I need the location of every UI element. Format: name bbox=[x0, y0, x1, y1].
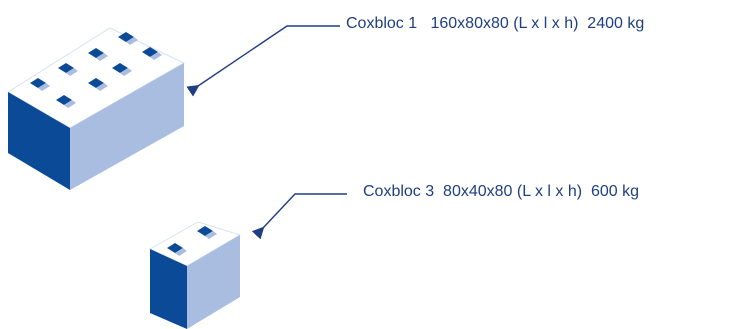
coxbloc-3-label: Coxbloc 3 80x40x80 (L x l x h) 600 kg bbox=[363, 183, 639, 200]
stud bbox=[30, 78, 50, 91]
stud bbox=[112, 63, 132, 76]
stud bbox=[118, 32, 138, 45]
coxbloc-3-studs bbox=[167, 226, 217, 256]
coxbloc-3-block bbox=[148, 221, 242, 329]
coxbloc-1-side-face bbox=[70, 63, 184, 190]
stud bbox=[142, 47, 162, 60]
stud bbox=[58, 63, 78, 76]
coxbloc-1-block bbox=[7, 27, 186, 190]
coxbloc-1-leader-line bbox=[186, 25, 340, 97]
coxbloc-3-front-face bbox=[150, 249, 187, 329]
coxbloc-3-side-face bbox=[187, 235, 240, 329]
stud bbox=[88, 48, 108, 61]
coxbloc-3-leader-line bbox=[251, 193, 347, 240]
coxbloc-1-studs bbox=[30, 32, 162, 108]
stud bbox=[88, 78, 108, 91]
stud bbox=[56, 95, 76, 108]
coxbloc-1-front-face bbox=[8, 92, 70, 190]
stud bbox=[197, 226, 217, 239]
coxbloc-1-label: Coxbloc 1 160x80x80 (L x l x h) 2400 kg bbox=[346, 15, 645, 32]
stud bbox=[167, 243, 187, 256]
